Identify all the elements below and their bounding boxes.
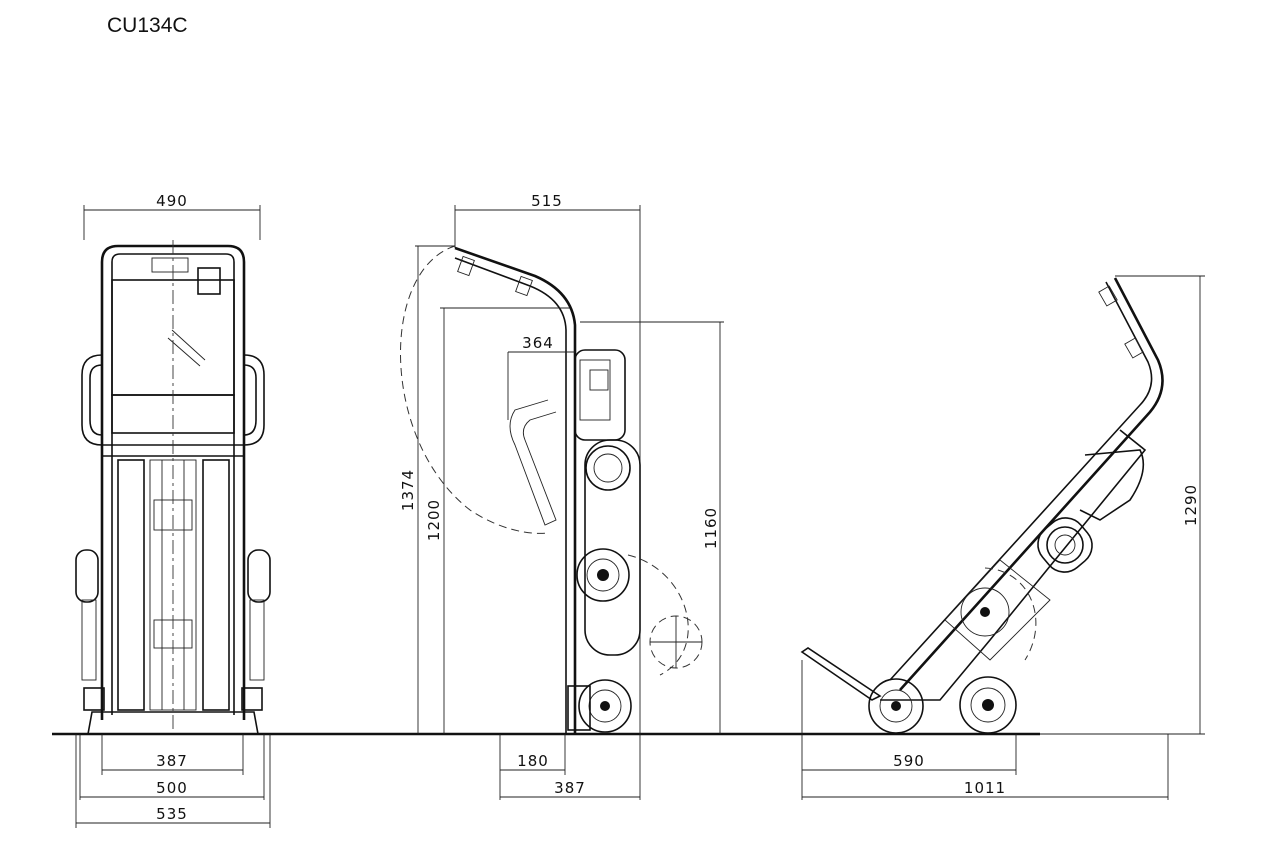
dim-side-top-depth: 515	[531, 192, 563, 210]
dim-side-height-folded: 1374	[399, 469, 417, 511]
dim-side-handle-offset: 364	[522, 334, 554, 352]
tilted-view	[800, 275, 1205, 800]
dim-front-top-width: 490	[156, 192, 188, 210]
dim-front-base-mid: 500	[156, 779, 188, 797]
dim-side-depth: 387	[554, 779, 586, 797]
dim-tilted-length: 1011	[964, 779, 1006, 797]
dim-tilted-wheelbase: 590	[893, 752, 925, 770]
side-view	[400, 205, 724, 800]
dim-side-height-body: 1160	[702, 507, 720, 549]
dim-front-base-outer: 535	[156, 805, 188, 823]
model-title: CU134C	[107, 14, 188, 37]
dim-side-height-handle: 1200	[425, 499, 443, 541]
front-view	[75, 205, 271, 828]
dim-front-base-inner: 387	[156, 752, 188, 770]
dim-tilted-height: 1290	[1182, 484, 1200, 526]
dim-side-foot: 180	[517, 752, 549, 770]
